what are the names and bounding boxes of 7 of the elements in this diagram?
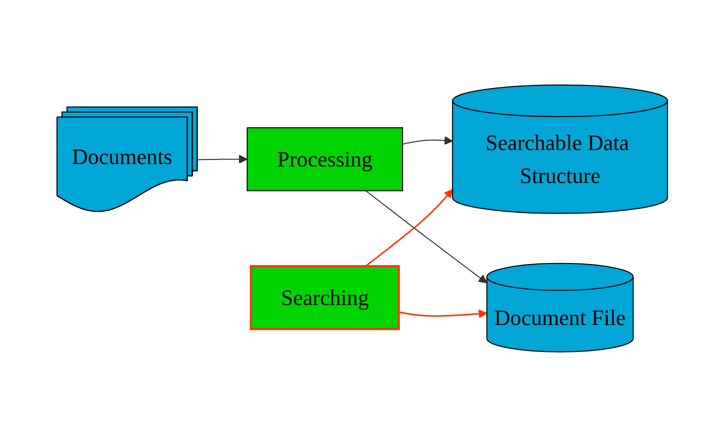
node-box: Searching bbox=[250, 264, 400, 330]
arrow bbox=[402, 136, 453, 144]
arrow bbox=[398, 308, 487, 318]
arrow bbox=[196, 154, 248, 164]
node-box: Processing bbox=[246, 126, 403, 191]
arrow bbox=[364, 188, 453, 266]
arrow bbox=[364, 190, 487, 283]
